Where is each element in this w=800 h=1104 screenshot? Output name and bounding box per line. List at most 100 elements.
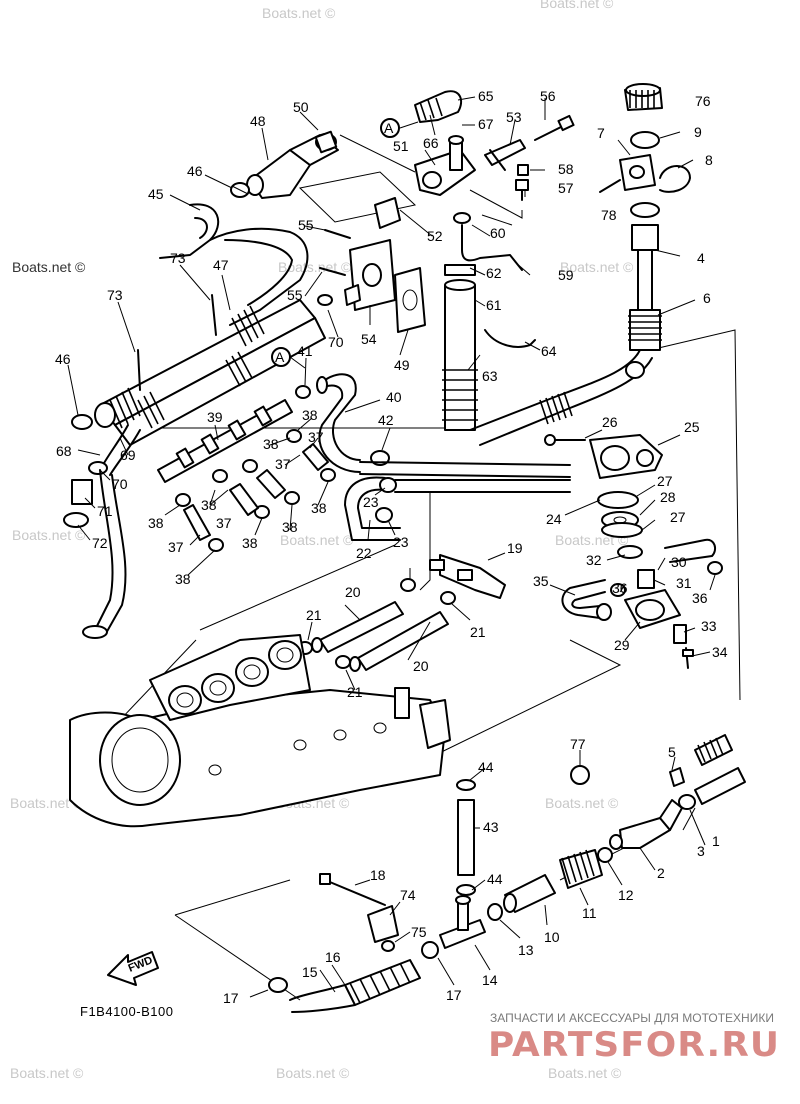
- part-label-53: 53: [506, 109, 522, 125]
- watermark: Boats.net ©: [545, 795, 619, 811]
- part-label-38a: 38: [148, 515, 164, 531]
- cover-29: [624, 589, 681, 629]
- circle-marker-a-mid-label: A: [275, 349, 285, 365]
- part-label-40: 40: [386, 389, 402, 405]
- part-label-63: 63: [482, 368, 498, 384]
- part-label-48: 48: [250, 113, 266, 129]
- clamp-68-70: [71, 414, 108, 475]
- part-label-50: 50: [293, 99, 309, 115]
- part-label-61: 61: [486, 297, 502, 313]
- hose-43-44: [456, 779, 476, 896]
- part-label-41: 41: [297, 343, 313, 359]
- part-label-36a: 36: [612, 580, 628, 596]
- part-label-13: 13: [518, 942, 534, 958]
- part-labels: 1 2 3 4 5 6 7 8 9 10 11 12 13 14 15 16 1…: [55, 88, 728, 1006]
- clamp-46-top: [230, 182, 250, 198]
- part-label-38g: 38: [311, 500, 327, 516]
- watermark: Boats.net ©: [280, 532, 354, 548]
- part-label-2: 2: [657, 865, 665, 881]
- circle-marker-a-mid: A: [271, 347, 291, 367]
- bolts-55: [317, 229, 351, 306]
- tee-2: [609, 799, 683, 850]
- watermark: Boats.net ©: [548, 1065, 622, 1081]
- part-label-27a: 27: [657, 473, 673, 489]
- part-label-55a: 55: [298, 217, 314, 233]
- part-label-27b: 27: [670, 509, 686, 525]
- bolt-56: [534, 114, 575, 141]
- part-label-42: 42: [378, 412, 394, 428]
- part-label-17b: 17: [446, 987, 462, 1003]
- banner-text: ЗАПЧАСТИ И АКСЕССУАРЫ ДЛЯ МОТОТЕХНИКИ: [490, 1011, 774, 1025]
- watermark: Boats.net ©: [12, 527, 86, 543]
- part-label-66: 66: [423, 135, 439, 151]
- part-label-22: 22: [356, 545, 372, 561]
- part-label-38b: 38: [175, 571, 191, 587]
- part-label-56: 56: [540, 88, 556, 104]
- pipes-20: [311, 601, 449, 672]
- hose-65: [414, 90, 463, 123]
- part-label-71: 71: [97, 503, 113, 519]
- part-label-54: 54: [361, 331, 377, 347]
- part-label-9: 9: [694, 124, 702, 140]
- part-label-30: 30: [671, 554, 687, 570]
- part-label-59: 59: [558, 267, 574, 283]
- bolt-26: [544, 434, 586, 446]
- clamps-13-17: [268, 903, 503, 993]
- part-5: [669, 767, 685, 787]
- part-label-21a: 21: [306, 607, 322, 623]
- part-label-23b: 23: [393, 534, 409, 550]
- part-label-25: 25: [684, 419, 700, 435]
- bracket-53: [484, 139, 526, 171]
- bolt-78: [599, 179, 621, 193]
- part-label-10: 10: [544, 929, 560, 945]
- part-label-45: 45: [148, 186, 164, 202]
- part-label-37c: 37: [275, 456, 291, 472]
- part-label-74: 74: [400, 887, 416, 903]
- watermark: Boats.net ©: [540, 0, 614, 11]
- strap-64: [484, 329, 536, 348]
- part-label-20b: 20: [413, 658, 429, 674]
- part-label-8: 8: [705, 152, 713, 168]
- watermark: Boats.net ©: [276, 1065, 350, 1081]
- items-57-58: [515, 164, 529, 201]
- part-label-46b: 46: [55, 351, 71, 367]
- elbow-48-50: [246, 130, 339, 199]
- part-label-43: 43: [483, 819, 499, 835]
- hose-40: [316, 373, 361, 473]
- part-label-58: 58: [558, 161, 574, 177]
- watermark: Boats.net ©: [12, 259, 86, 275]
- tube-61-63: [442, 264, 478, 431]
- clamps-38: [175, 385, 336, 552]
- part-label-26: 26: [602, 414, 618, 430]
- hose-1-3: [678, 767, 746, 810]
- hose-45-47: [159, 203, 309, 326]
- part-label-5: 5: [668, 744, 676, 760]
- brand-logo: PARTSFOR.RU: [488, 1025, 780, 1065]
- part-label-33: 33: [701, 618, 717, 634]
- tee-14: [439, 895, 486, 949]
- bracket-7: [619, 154, 656, 191]
- part-label-46a: 46: [187, 163, 203, 179]
- part-label-34: 34: [712, 644, 728, 660]
- part-label-35: 35: [533, 573, 549, 589]
- part-label-28: 28: [660, 489, 676, 505]
- part-label-3: 3: [697, 843, 705, 859]
- watermark: Boats.net ©: [10, 1065, 84, 1081]
- part-label-11: 11: [582, 905, 597, 921]
- part-label-57: 57: [558, 180, 574, 196]
- part-label-67: 67: [478, 116, 494, 132]
- bolts-33-34: [673, 624, 694, 669]
- part-label-29: 29: [614, 637, 630, 653]
- part-label-49: 49: [394, 357, 410, 373]
- part-label-62: 62: [486, 265, 502, 281]
- filler-neck-4-6: [628, 202, 662, 351]
- part-label-38f: 38: [263, 436, 279, 452]
- part-label-73b: 73: [170, 250, 186, 266]
- forward-arrow: FWD: [107, 951, 159, 986]
- tie-18: [319, 873, 386, 906]
- flange-25: [589, 434, 663, 479]
- part-label-37b: 37: [216, 515, 232, 531]
- part-label-32: 32: [586, 552, 602, 568]
- fitting-51: [414, 135, 476, 196]
